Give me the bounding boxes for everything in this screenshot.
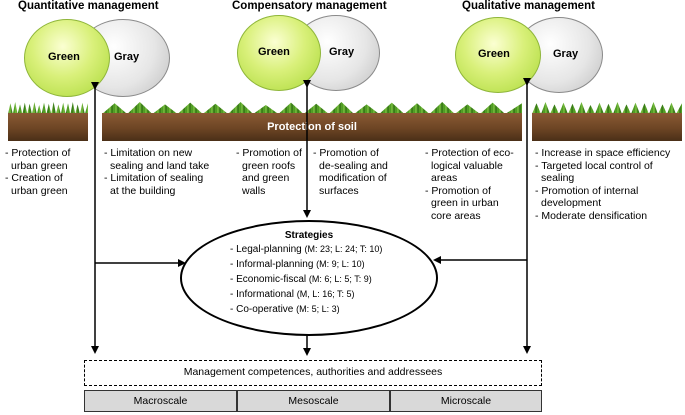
- gray-label-quantitative: Gray: [114, 51, 140, 63]
- scale-macroscale: Macroscale: [84, 390, 237, 412]
- green-label-quantitative: Green: [48, 51, 80, 63]
- strategy-economic-fiscal: - Economic-fiscal (M: 6; L: 5; T: 9): [230, 274, 372, 285]
- strategies-ellipse: Strategies - Legal-planning (M: 23; L: 2…: [180, 220, 438, 336]
- header-compensatory: Compensatory management: [232, 0, 387, 12]
- gray-label-qualitative: Gray: [553, 48, 579, 60]
- green-circle-compensatory: [237, 15, 321, 91]
- strategy-legal-planning: - Legal-planning (M: 23; L: 24; T: 10): [230, 244, 383, 255]
- gray-label-compensatory: Gray: [329, 46, 355, 58]
- soil-strip-center: Protection of soil: [102, 113, 522, 141]
- list-qualitative-gray: - Increase in space efficiency- Targeted…: [535, 147, 671, 222]
- green-label-compensatory: Green: [258, 46, 290, 58]
- scale-mesoscale: Mesoscale: [237, 390, 390, 412]
- header-qualitative: Qualitative management: [462, 0, 595, 12]
- scale-microscale: Microscale: [390, 390, 542, 412]
- header-quantitative: Quantitative management: [18, 0, 159, 12]
- strategy-informal-planning: - Informal-planning (M: 9; L: 10): [230, 259, 365, 270]
- strategy-co-operative: - Co-operative (M: 5; L: 3): [230, 304, 340, 315]
- list-qualitative-green: - Protection of eco-logical valuable are…: [425, 147, 514, 222]
- management-box: Management competences, authorities and …: [84, 360, 542, 386]
- strategies-title: Strategies: [284, 230, 334, 241]
- green-label-qualitative: Green: [478, 48, 510, 60]
- soil-strip-left: [8, 113, 88, 141]
- soil-strip-right: [532, 113, 682, 141]
- strategy-informational: - Informational (M, L: 16; T: 5): [230, 289, 355, 300]
- soil-label: Protection of soil: [267, 121, 357, 133]
